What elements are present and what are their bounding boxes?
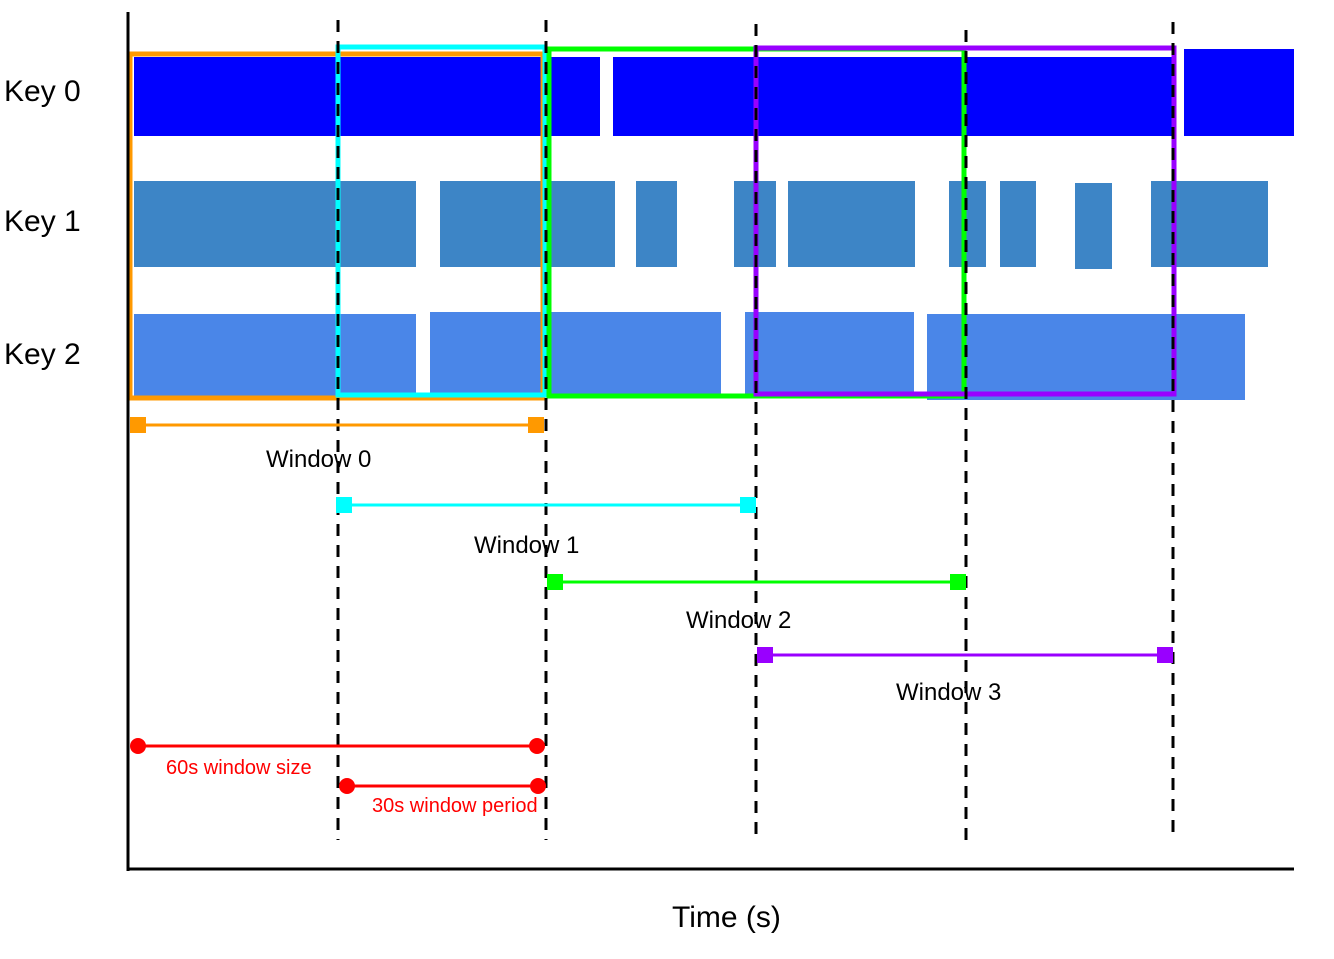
key-1-segment [1075, 183, 1112, 269]
window-boundaries [336, 20, 1175, 840]
window-size-label: 60s window size [166, 757, 312, 779]
window-1-span-start [336, 497, 352, 513]
key-1-segment [1151, 181, 1268, 267]
key-1-segment [440, 181, 615, 267]
window-2-span-start [547, 574, 563, 590]
key-1-segment [636, 181, 677, 267]
window-3-span [757, 647, 1173, 663]
window-period-end-dot [530, 778, 546, 794]
key-2-row [134, 312, 1245, 400]
window-size-start-dot [130, 738, 146, 754]
window-size-end-dot [529, 738, 545, 754]
key-1-segment [788, 181, 915, 267]
window-period-label: 30s window period [372, 795, 538, 817]
window-2-label: Window 2 [686, 607, 791, 634]
window-3-span-start [757, 647, 773, 663]
window-period-start-dot [339, 778, 355, 794]
window-0-span-end [528, 417, 544, 433]
window-0-span [130, 417, 544, 433]
key-0-row [134, 49, 1294, 136]
window-2-span-end [950, 574, 966, 590]
key-0-segment [134, 57, 600, 136]
row-label-key-2: Key 2 [4, 338, 81, 371]
key-2-segment [927, 314, 1245, 400]
window-3-label: Window 3 [896, 679, 1001, 706]
window-0-span-start [130, 417, 146, 433]
x-axis-label: Time (s) [672, 901, 781, 934]
window-1-label: Window 1 [474, 532, 579, 559]
row-label-key-0: Key 0 [4, 75, 81, 108]
key-2-segment [745, 312, 914, 396]
window-1-span [336, 497, 756, 513]
window-2-span [547, 574, 966, 590]
window-3-span-end [1157, 647, 1173, 663]
key-1-segment [1000, 181, 1036, 267]
window-1-span-end [740, 497, 756, 513]
key-2-segment [134, 314, 416, 396]
key-1-row [134, 181, 1268, 269]
key-0-segment [1184, 49, 1294, 136]
window-size-annotation [130, 738, 545, 754]
row-label-key-1: Key 1 [4, 205, 81, 238]
key-2-segment [430, 312, 721, 396]
window-0-label: Window 0 [266, 446, 371, 473]
key-0-segment [613, 57, 1173, 136]
window-period-annotation [339, 778, 546, 794]
key-1-segment [134, 181, 416, 267]
